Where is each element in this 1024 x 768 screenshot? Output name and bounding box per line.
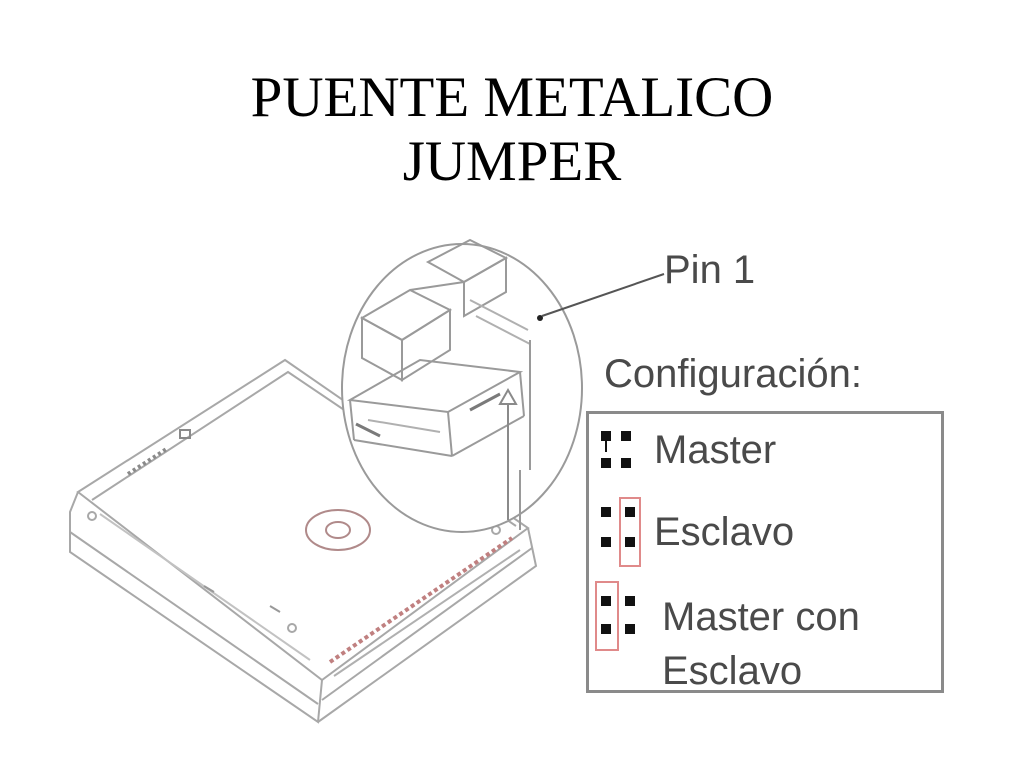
master-with-slave-jumper-icon <box>595 581 635 651</box>
hard-drive-illustration <box>69 358 538 724</box>
option-master-with-slave-line-1: Master con <box>662 595 860 639</box>
title-line-2: JUMPER <box>402 130 622 193</box>
configuration-heading: Configuración: <box>604 352 862 396</box>
magnifier-detail <box>341 238 583 533</box>
option-master-with-slave-line-2: Esclavo <box>662 649 803 693</box>
pin-1-label: Pin 1 <box>664 248 756 292</box>
master-jumper-icon <box>601 431 631 468</box>
slide-title: PUENTE METALICO JUMPER <box>0 66 1024 194</box>
slave-jumper-icon <box>601 497 641 567</box>
option-master-with-slave-label: Master con Esclavo <box>662 590 860 698</box>
pin1-leader-line <box>541 273 665 317</box>
title-line-1: PUENTE METALICO <box>250 66 774 129</box>
configuration-legend-box <box>586 411 944 693</box>
option-master-label: Master <box>654 428 777 472</box>
option-slave-label: Esclavo <box>654 510 795 554</box>
